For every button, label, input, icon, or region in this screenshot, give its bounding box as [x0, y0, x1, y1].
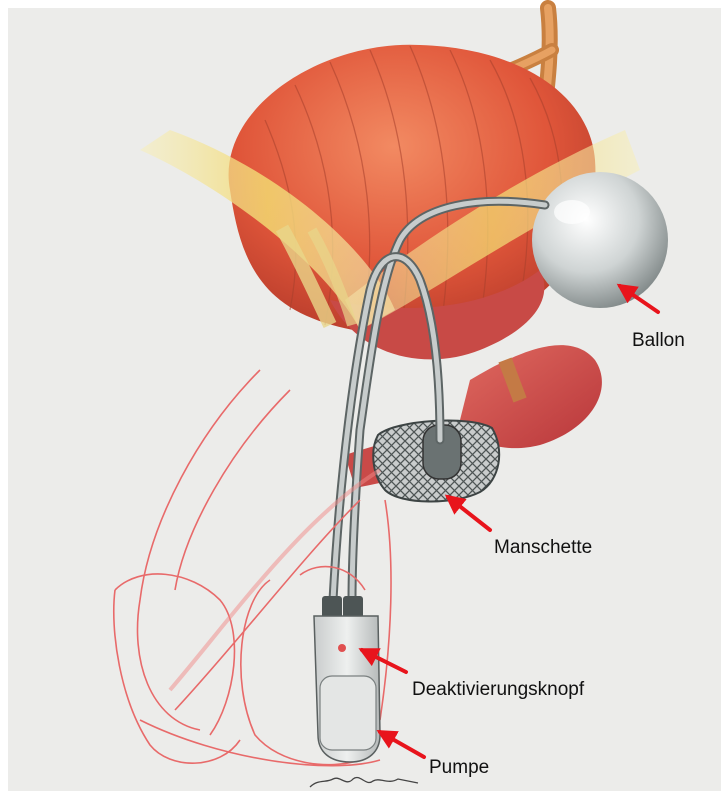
artist-signature [310, 777, 418, 787]
label-manschette: Manschette [494, 537, 592, 559]
balloon [532, 172, 668, 308]
label-ballon: Ballon [632, 330, 685, 352]
label-deaktivierungsknopf: Deaktivierungsknopf [412, 679, 584, 701]
manschette-arrow-icon [448, 497, 490, 530]
pumpe-arrow-icon [380, 732, 424, 757]
deactivation-button [338, 644, 346, 652]
label-pumpe: Pumpe [429, 757, 489, 779]
pump [314, 596, 380, 762]
